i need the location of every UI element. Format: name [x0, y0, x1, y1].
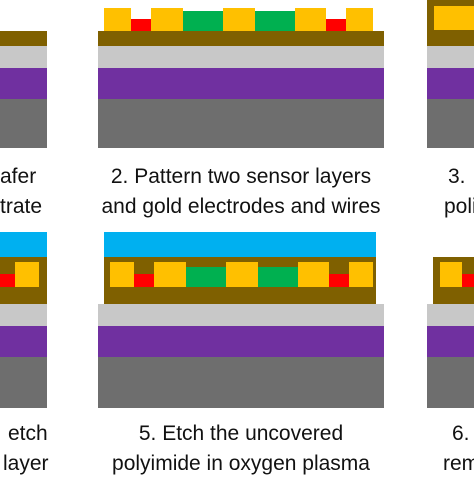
silicon-wafer-layer	[0, 46, 47, 68]
step-6-caption-line-2: rem	[443, 452, 474, 475]
polyimide-layer	[98, 31, 384, 46]
silicon-wafer-layer	[98, 46, 384, 68]
sensor-layer-green	[183, 11, 223, 31]
substrate-layer	[427, 99, 474, 148]
sensor-layer-red	[131, 19, 151, 31]
gold-electrode	[151, 8, 183, 31]
substrate-layer	[98, 357, 384, 408]
gold-electrode	[15, 262, 39, 287]
step-2-caption-line-2: and gold electrodes and wires	[101, 195, 381, 218]
step-4-caption-line-1: etch	[8, 422, 48, 445]
substrate-layer	[427, 357, 474, 408]
step-3-caption-line-1: 3.	[448, 165, 466, 188]
gold-electrode	[295, 8, 326, 31]
photoresist-layer	[104, 232, 376, 257]
sensor-layer-red	[134, 274, 154, 287]
sensor-layer-red	[326, 19, 346, 31]
gold-electrode	[440, 262, 462, 287]
step-5-caption-line-2: polyimide in oxygen plasma	[112, 452, 370, 475]
step-3-caption-line-2: poli	[444, 195, 474, 218]
gold-electrode	[226, 262, 258, 287]
substrate-layer	[98, 99, 384, 148]
step-6-caption-line-1: 6.	[452, 422, 470, 445]
sensor-layer-green	[258, 267, 298, 287]
step-1-caption-line-1: afer	[0, 165, 37, 188]
sensor-layer-green	[186, 267, 226, 287]
sensor-layer-green	[255, 11, 295, 31]
silicon-wafer-layer	[427, 46, 474, 68]
gold-electrode	[154, 262, 186, 287]
polyimide-base-layer	[0, 326, 47, 357]
step-2-caption-line-1: 2. Pattern two sensor layers	[110, 165, 372, 188]
gold-electrode	[346, 8, 373, 31]
polyimide-base-layer	[427, 326, 474, 357]
polyimide-base-layer	[98, 68, 384, 99]
sensor-layer-red	[462, 274, 474, 287]
polyimide-base-layer	[427, 68, 474, 99]
polyimide-layer	[0, 31, 47, 46]
gold-electrode	[223, 8, 255, 31]
photoresist-layer	[0, 232, 47, 257]
silicon-wafer-layer	[0, 304, 47, 326]
substrate-layer	[0, 99, 47, 148]
gold-electrode	[110, 262, 134, 287]
polyimide-base-layer	[98, 326, 384, 357]
gold-electrode	[434, 6, 474, 30]
sensor-layer-red	[0, 274, 15, 287]
silicon-wafer-layer	[427, 304, 474, 326]
silicon-wafer-layer	[98, 304, 384, 326]
polyimide-base-layer	[0, 68, 47, 99]
step-5-caption-line-1: 5. Etch the uncovered	[138, 422, 344, 445]
substrate-layer	[0, 357, 47, 408]
gold-electrode	[349, 262, 373, 287]
sensor-layer-red	[329, 274, 349, 287]
step-1-caption-line-2: trate	[0, 195, 43, 218]
gold-electrode	[298, 262, 329, 287]
gold-electrode	[104, 8, 131, 31]
step-4-caption-line-2: layer	[3, 452, 49, 475]
